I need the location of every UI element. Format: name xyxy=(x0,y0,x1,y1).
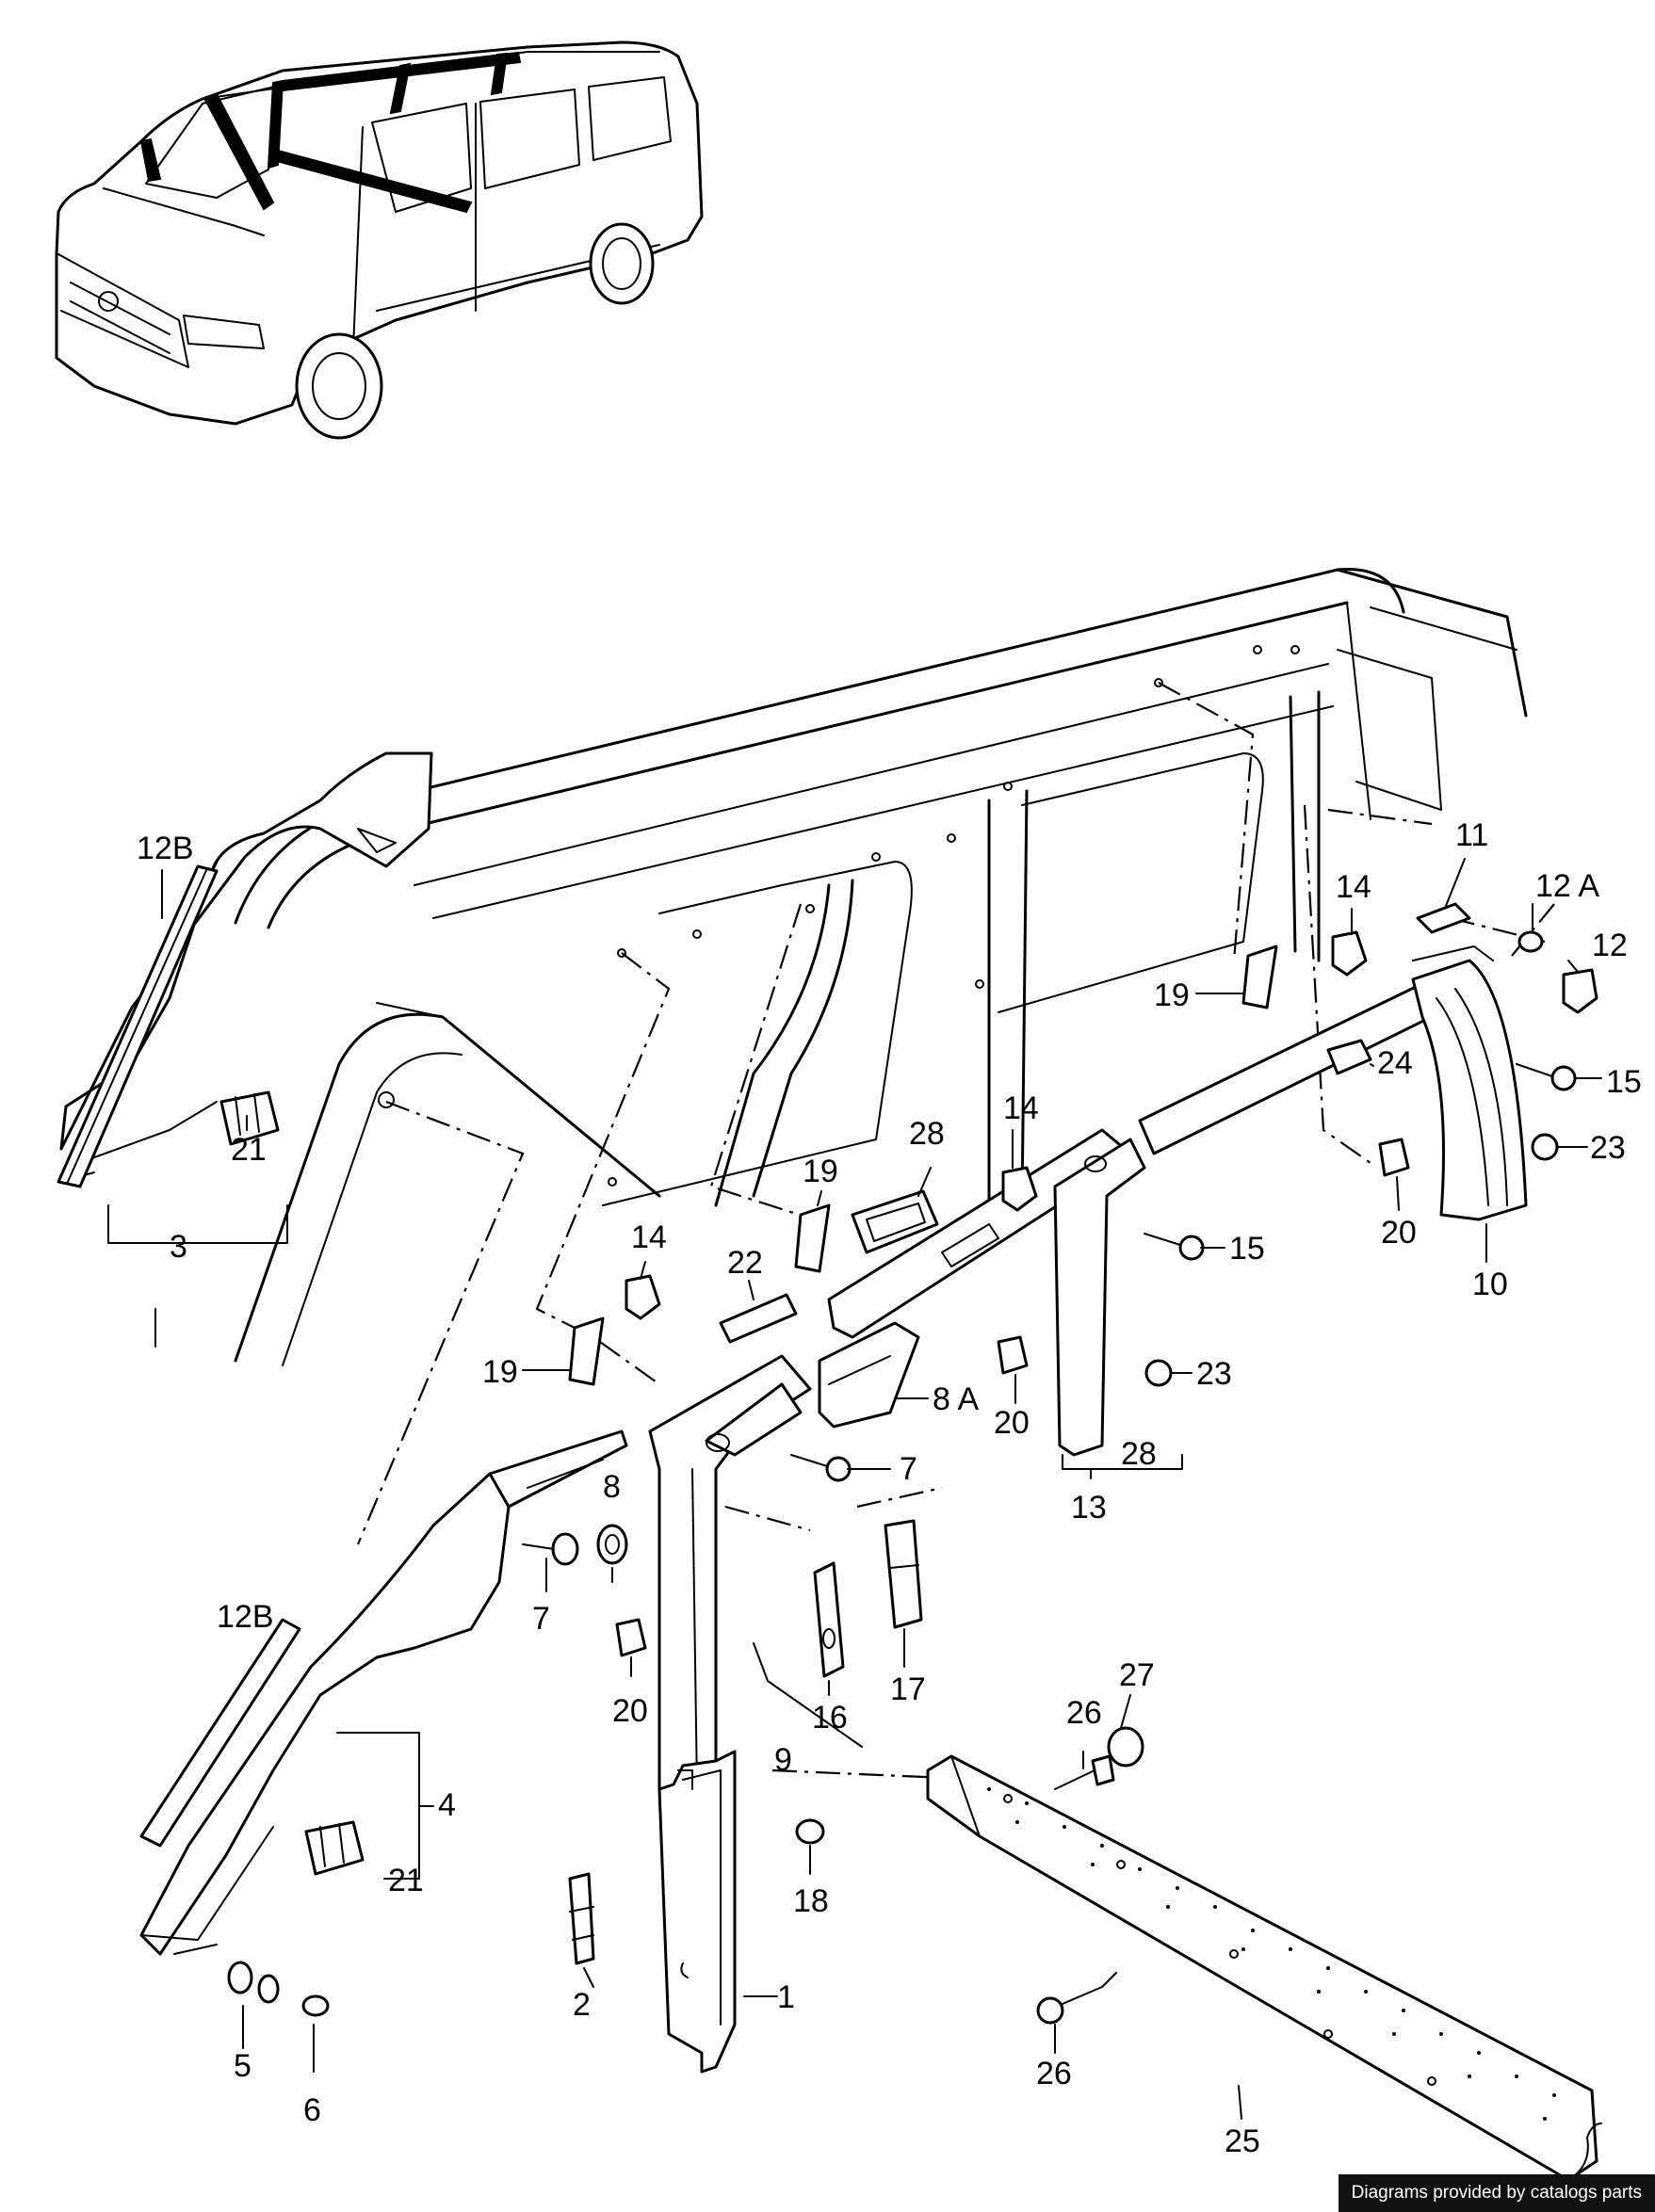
clip-21-lower xyxy=(304,1820,365,1876)
callout-7-right: 7 xyxy=(900,1451,917,1487)
callout-12b-upper: 12B xyxy=(137,831,194,866)
bracket-2 xyxy=(568,1872,595,1965)
callout-13: 13 xyxy=(1071,1490,1107,1526)
callout-8: 8 xyxy=(603,1469,621,1505)
callout-20-right: 20 xyxy=(1381,1215,1417,1251)
callout-1: 1 xyxy=(777,1979,795,2015)
callout-16: 16 xyxy=(812,1700,848,1736)
callout-15-right: 15 xyxy=(1606,1064,1642,1100)
callout-14-right: 14 xyxy=(1336,869,1371,905)
fasteners xyxy=(227,902,1598,2025)
callout-12b-lower: 12B xyxy=(217,1599,274,1635)
callout-19-left: 19 xyxy=(482,1354,518,1390)
door-seal-1 xyxy=(657,1750,737,2074)
callout-2: 2 xyxy=(573,1987,591,2023)
callout-22: 22 xyxy=(727,1245,763,1281)
callout-23-mid: 23 xyxy=(1196,1356,1232,1392)
callout-leaders xyxy=(107,858,1602,2120)
callout-10: 10 xyxy=(1472,1267,1508,1302)
callout-28-upper: 28 xyxy=(909,1116,945,1152)
a-pillar-seal-lower xyxy=(139,1618,301,1848)
callout-9: 9 xyxy=(774,1742,792,1778)
callout-21-upper: 21 xyxy=(231,1132,267,1168)
callout-26-upper: 26 xyxy=(1066,1695,1102,1731)
callout-4: 4 xyxy=(438,1787,456,1823)
callout-5: 5 xyxy=(234,2048,251,2084)
c-pillar-trim xyxy=(1053,1138,1146,1457)
callout-8a: 8 A xyxy=(933,1381,979,1417)
sill-trim-25 xyxy=(926,1754,1602,2182)
callout-14-left: 14 xyxy=(631,1219,667,1255)
callout-23-right: 23 xyxy=(1590,1130,1626,1166)
callout-26-lower: 26 xyxy=(1036,2056,1072,2091)
callout-14-mid: 14 xyxy=(1003,1090,1039,1126)
callout-19-mid: 19 xyxy=(803,1154,838,1189)
diagram-credit-badge: Diagrams provided by catalogs parts xyxy=(1338,2174,1655,2212)
callout-18: 18 xyxy=(793,1883,829,1919)
callout-27: 27 xyxy=(1119,1657,1155,1693)
callout-6: 6 xyxy=(303,2092,321,2128)
callout-25: 25 xyxy=(1225,2123,1260,2159)
callout-3: 3 xyxy=(170,1229,187,1265)
a-pillar-trim-lower xyxy=(139,1429,628,1956)
callout-20-left: 20 xyxy=(612,1693,648,1729)
callout-24: 24 xyxy=(1377,1045,1413,1081)
a-pillar-seal-upper xyxy=(57,864,219,1188)
callout-labels: 1 2 3 4 5 6 7 7 8 8 A 9 10 11 12 12 A 12… xyxy=(137,817,1642,2159)
callout-12a: 12 A xyxy=(1535,868,1599,904)
callout-15-mid: 15 xyxy=(1229,1231,1265,1267)
trim-8a xyxy=(818,1321,920,1429)
callout-7-left: 7 xyxy=(532,1601,550,1637)
callout-21-lower: 21 xyxy=(388,1863,424,1898)
clip-21-upper xyxy=(219,1090,280,1146)
rear-trim-10 xyxy=(1138,945,1528,1221)
callout-11: 11 xyxy=(1455,817,1488,853)
callout-17: 17 xyxy=(890,1671,926,1707)
callout-20-mid: 20 xyxy=(994,1405,1030,1441)
callout-28-lower: 28 xyxy=(1121,1436,1157,1472)
b-pillar-trim xyxy=(648,1354,812,1824)
callout-12: 12 xyxy=(1592,928,1628,963)
van-overview-illustration xyxy=(55,40,704,440)
callout-19-right: 19 xyxy=(1154,977,1190,1013)
